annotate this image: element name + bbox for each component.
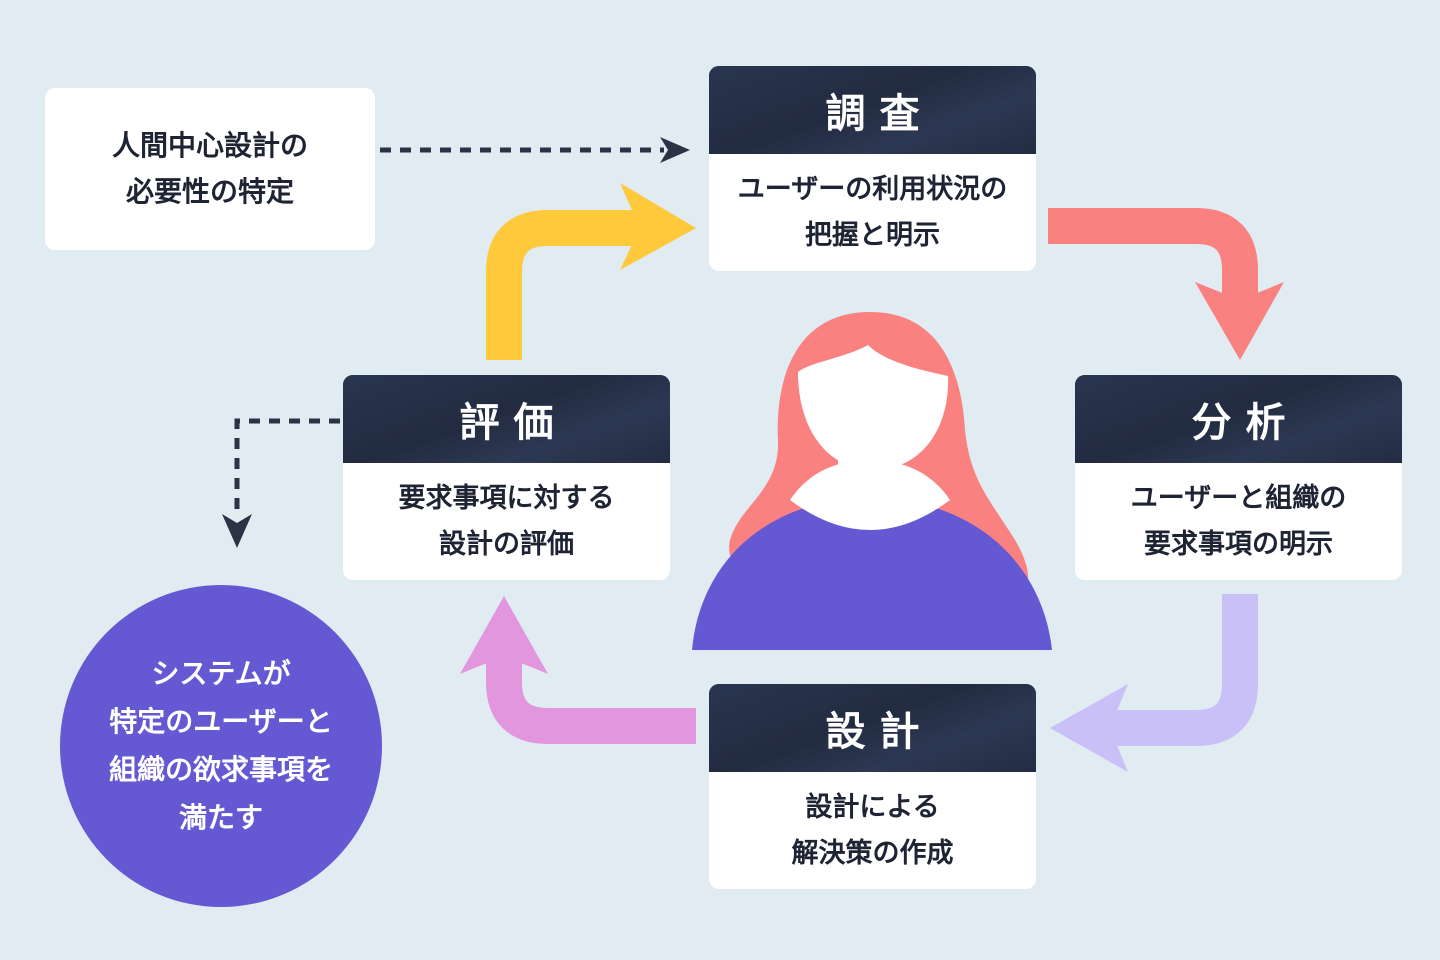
- step-desc-design: 設計による 解決策の作成: [791, 791, 954, 869]
- dotted-arrow-to-goal: [222, 418, 340, 548]
- step-title-research: 調査: [709, 66, 1036, 154]
- step-card-analysis: 分析 ユーザーと組織の 要求事項の明示: [1075, 375, 1402, 580]
- cycle-arrow-research-to-analysis: [1048, 208, 1284, 360]
- person-illustration: [692, 312, 1052, 650]
- dotted-arrow-to-research: [380, 137, 690, 163]
- step-title-analysis: 分析: [1075, 375, 1402, 463]
- goal-circle: システムが 特定のユーザーと 組織の欲求事項を 満たす: [60, 585, 382, 907]
- step-card-research: 調査 ユーザーの利用状況の 把握と明示: [709, 66, 1036, 271]
- step-title-evaluation: 評価: [343, 375, 670, 463]
- step-title-design: 設計: [709, 684, 1036, 772]
- cycle-arrow-design-to-evaluation: [460, 596, 696, 744]
- start-note: 人間中心設計の 必要性の特定: [45, 88, 375, 250]
- step-desc-analysis: ユーザーと組織の 要求事項の明示: [1130, 482, 1347, 560]
- step-card-design: 設計 設計による 解決策の作成: [709, 684, 1036, 889]
- step-desc-research: ユーザーの利用状況の 把握と明示: [737, 173, 1008, 251]
- step-card-evaluation: 評価 要求事項に対する 設計の評価: [343, 375, 670, 580]
- step-desc-evaluation: 要求事項に対する 設計の評価: [398, 482, 615, 560]
- cycle-arrow-evaluation-to-research: [486, 183, 696, 360]
- cycle-arrow-analysis-to-design: [1050, 594, 1258, 772]
